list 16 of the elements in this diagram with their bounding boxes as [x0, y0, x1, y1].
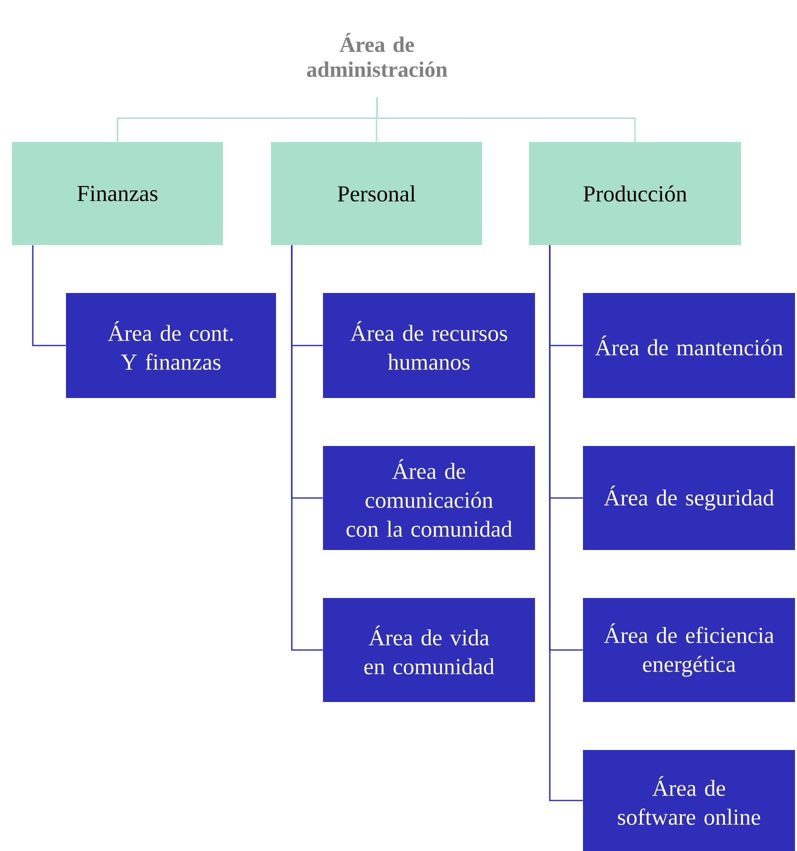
unit-box: Área de recursos humanos [323, 293, 535, 398]
department-box: Producción [529, 142, 741, 245]
unit-box: Área de vida en comunidad [323, 598, 535, 702]
unit-box: Área de seguridad [583, 446, 795, 550]
department-box: Finanzas [12, 142, 223, 245]
chart-title: Área de administración [307, 33, 448, 77]
department-box: Personal [271, 142, 482, 245]
unit-box: Área de software online [583, 750, 795, 851]
connector-line [291, 245, 323, 651]
unit-box: Área de comunicación con la comunidad [323, 446, 535, 550]
unit-box: Área de cont. Y finanzas [66, 293, 276, 398]
connector-line [376, 97, 636, 142]
unit-box: Área de eficiencia energética [583, 598, 795, 702]
connector-line [32, 245, 66, 346]
unit-box: Área de mantención [583, 293, 795, 398]
connector-line [549, 245, 583, 802]
